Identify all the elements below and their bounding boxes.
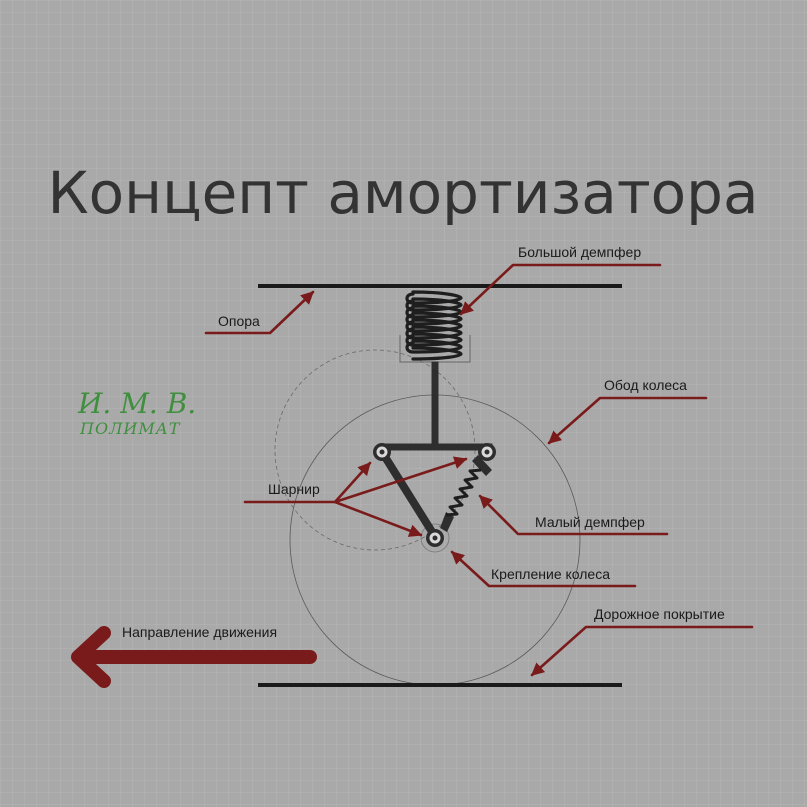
mount-ring bbox=[420, 523, 450, 553]
callout-arrow-big-damper bbox=[459, 263, 662, 316]
callout-arrow-small-damper bbox=[478, 494, 669, 536]
hinge-right bbox=[478, 443, 496, 461]
callout-arrow-hinge-bottom bbox=[333, 500, 423, 537]
callout-arrow-wheel-mount bbox=[450, 550, 637, 588]
label-wheel-rim: Обод колеса bbox=[604, 377, 687, 393]
direction-arrow bbox=[71, 626, 317, 688]
label-wheel-mount: Крепление колеса bbox=[491, 566, 610, 582]
label-road-surface: Дорожное покрытие bbox=[594, 606, 725, 622]
logo-initials: И. М. В. bbox=[77, 387, 196, 420]
callout-arrow-wheel-rim bbox=[547, 396, 708, 445]
label-small-damper: Малый демпфер bbox=[535, 514, 645, 530]
logo-polymat: ПОЛИМАТ bbox=[79, 419, 181, 438]
callout-arrow-hinge-right bbox=[333, 456, 468, 504]
hinge-bottom bbox=[426, 529, 444, 547]
label-direction: Направление движения bbox=[122, 624, 277, 640]
small-damper bbox=[440, 455, 492, 532]
lower-link bbox=[378, 448, 438, 539]
label-hinge: Шарнир bbox=[268, 481, 320, 497]
hinge-left bbox=[373, 443, 391, 461]
big-damper-spring bbox=[405, 290, 463, 361]
linkage-frame bbox=[378, 361, 493, 451]
logo: И. М. В. ПОЛИМАТ bbox=[77, 387, 196, 438]
page-title: Концепт амортизатора bbox=[48, 159, 759, 227]
label-big-damper: Большой демпфер bbox=[518, 244, 641, 260]
callout-arrow-support bbox=[204, 290, 315, 335]
label-support: Опора bbox=[218, 313, 260, 329]
callout-arrow-road bbox=[530, 625, 754, 677]
